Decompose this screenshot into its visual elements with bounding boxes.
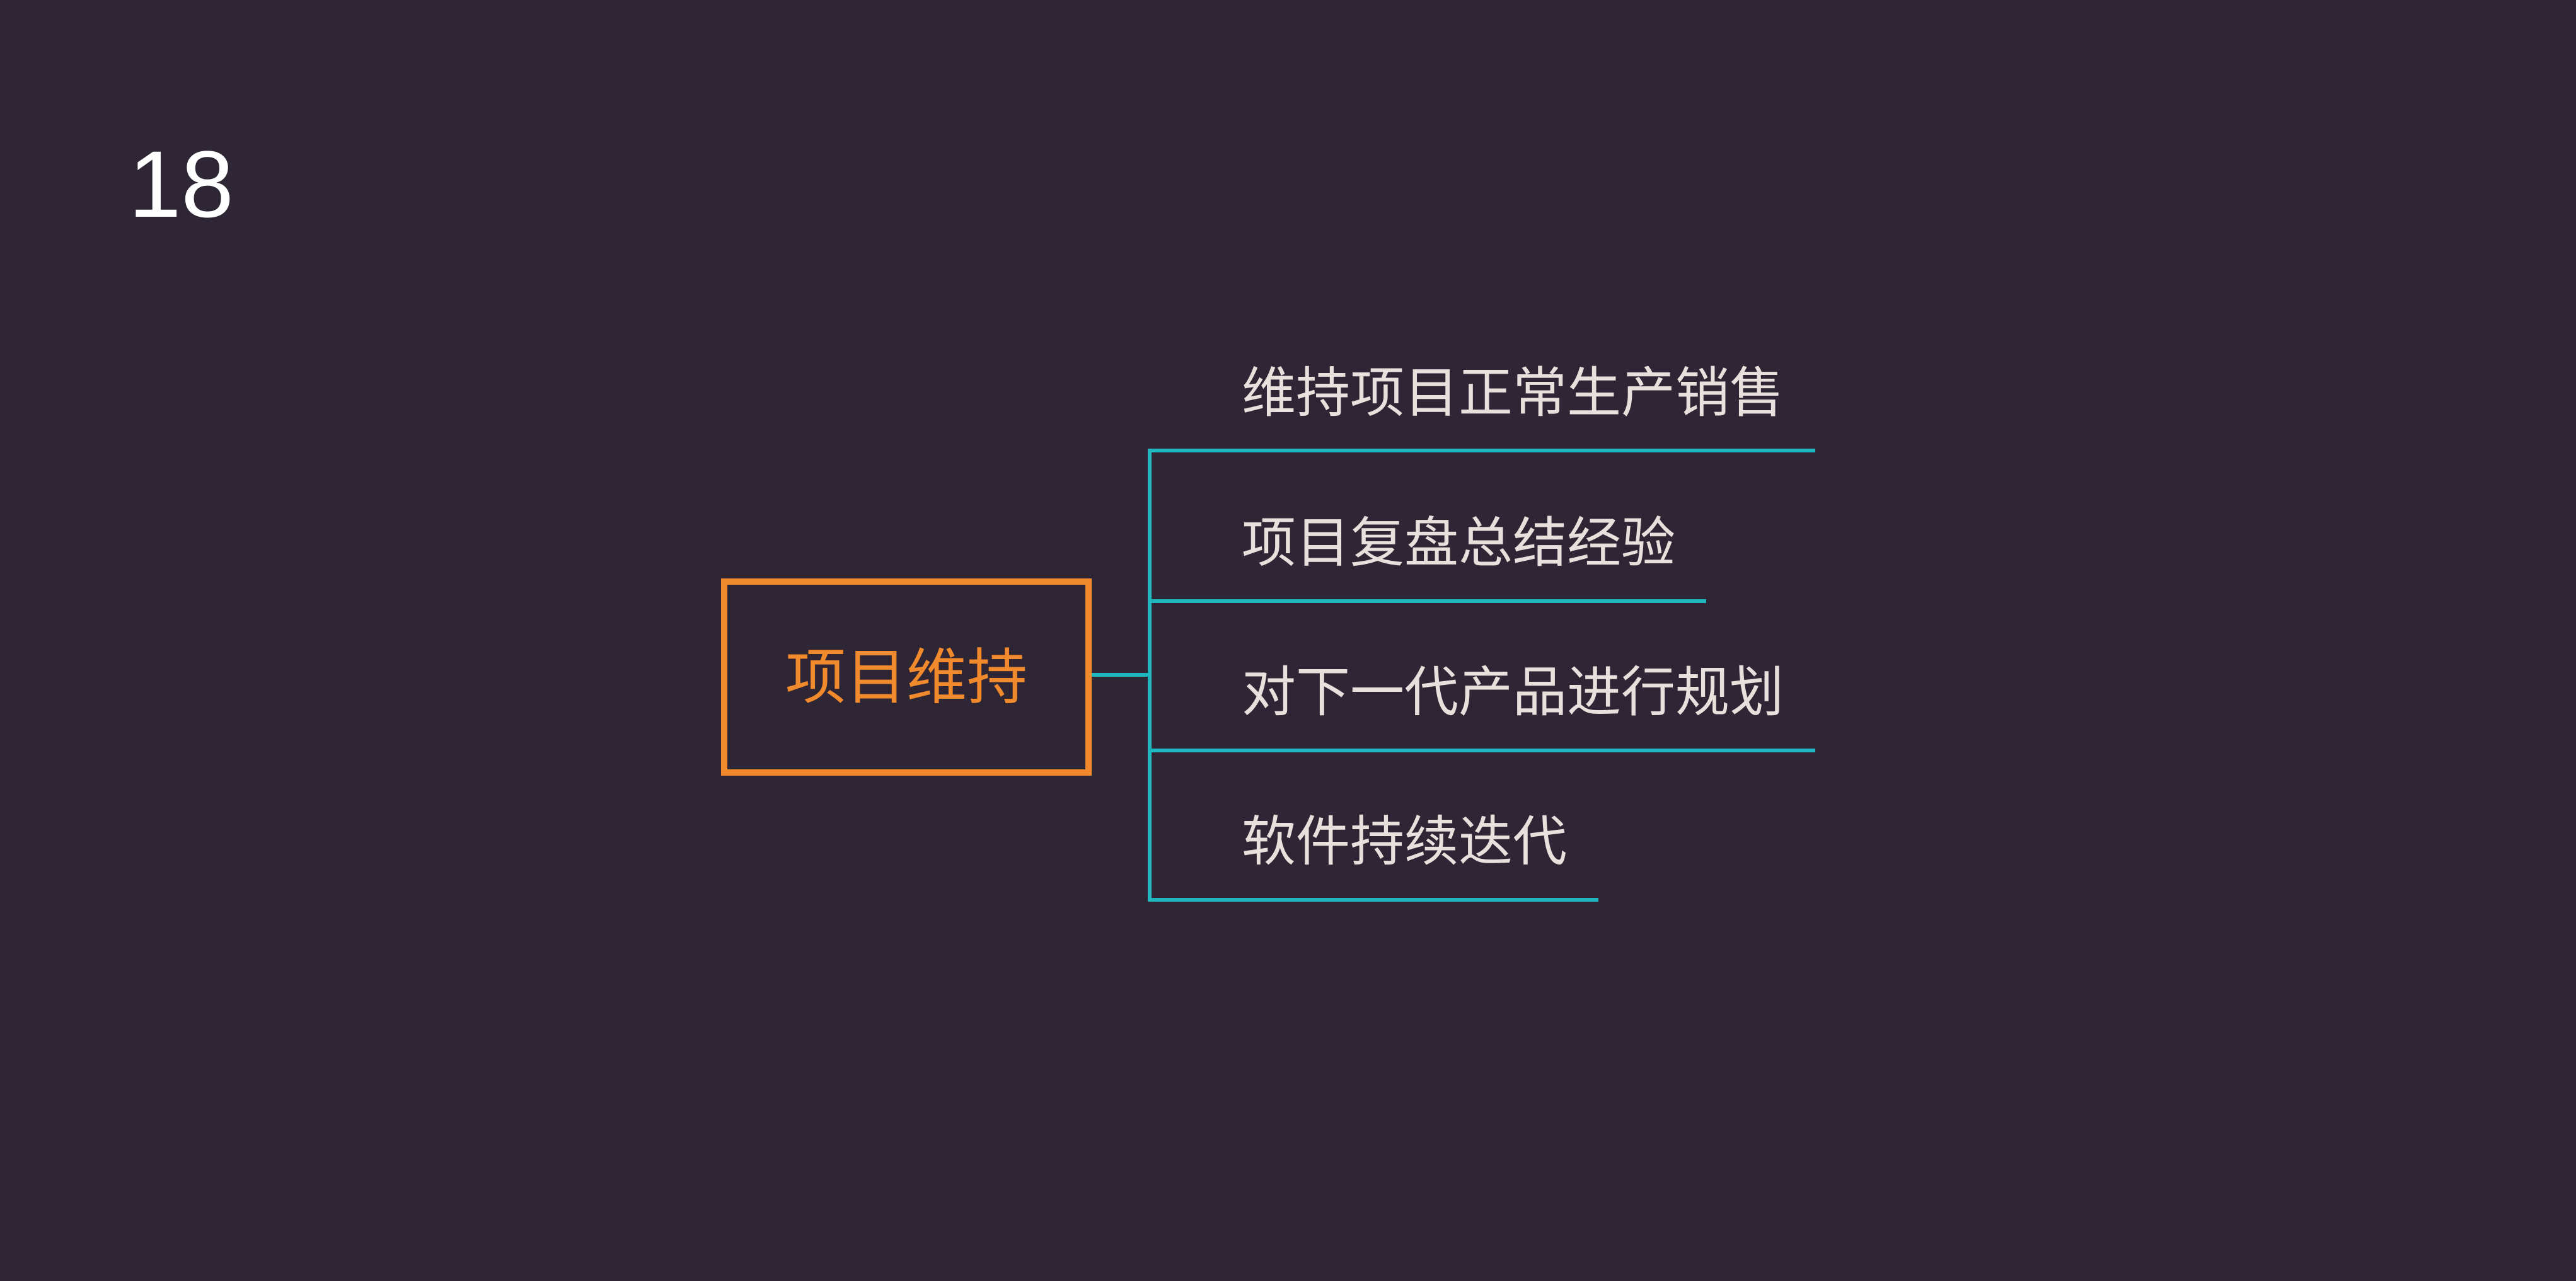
- branch-label-1: 维持项目正常生产销售: [1242, 362, 1784, 425]
- branch-label-4: 软件持续迭代: [1242, 810, 1567, 873]
- branch-label-3: 对下一代产品进行规划: [1242, 661, 1784, 724]
- branch-label-2: 项目复盘总结经验: [1242, 512, 1675, 575]
- central-topic-label: 项目维持: [785, 641, 1027, 713]
- central-topic-box: 项目维持: [721, 578, 1092, 776]
- slide-number: 18: [129, 131, 234, 237]
